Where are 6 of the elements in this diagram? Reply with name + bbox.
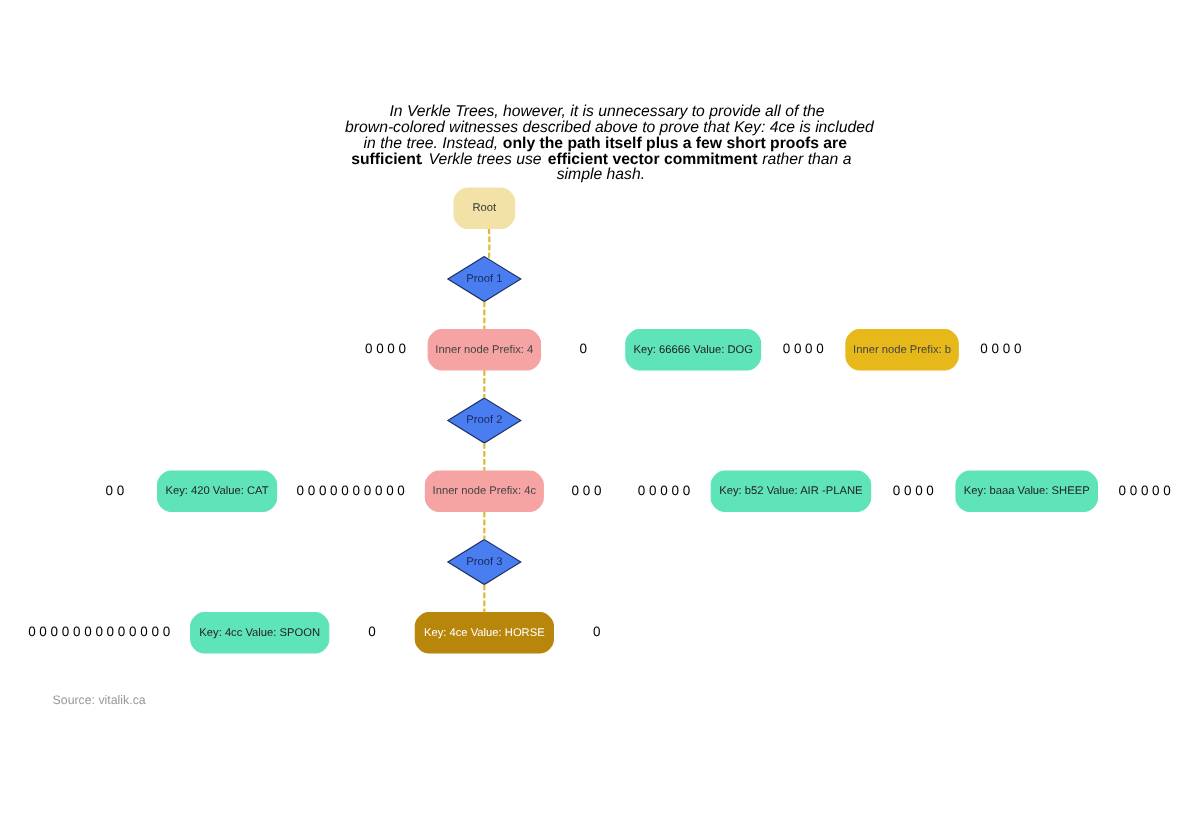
connector xyxy=(483,370,486,398)
connector xyxy=(483,511,486,540)
connector xyxy=(483,301,486,330)
connector xyxy=(487,228,491,260)
connector xyxy=(483,443,486,471)
connector xyxy=(483,584,486,613)
